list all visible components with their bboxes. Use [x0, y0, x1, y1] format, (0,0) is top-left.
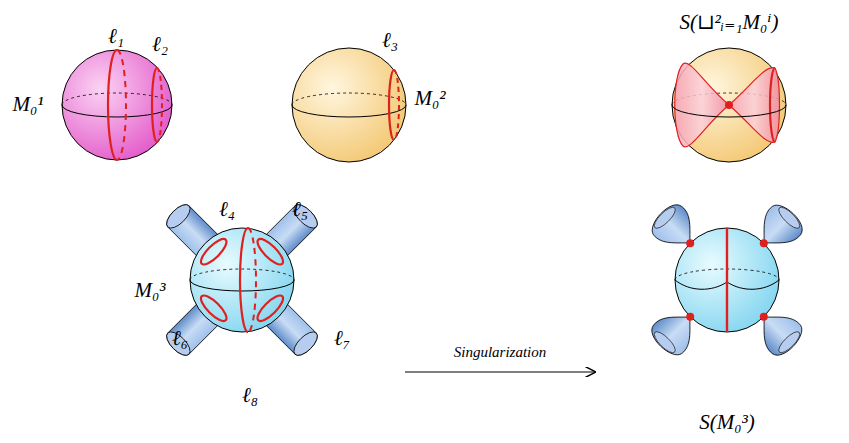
manifold-label: M₀³: [134, 280, 165, 301]
loop-label: ℓ₅: [292, 199, 308, 220]
loop-label: ℓ₇: [334, 328, 350, 349]
sphere-m2: [292, 48, 406, 162]
sphere-singular-m3: [646, 199, 807, 360]
manifold-label: M₀¹: [12, 94, 43, 115]
manifold-label: M₀²: [414, 88, 445, 109]
space-label: S(M₀³): [699, 412, 755, 433]
loop-label: ℓ₈: [242, 385, 258, 406]
loop-label: ℓ₂: [152, 34, 168, 55]
sphere-m3: [163, 201, 321, 359]
space-label: S(⊔²ᵢ₌₁M₀ⁱ): [679, 12, 778, 33]
loop-label: ℓ₄: [219, 199, 235, 220]
sphere-singular-union: [672, 48, 786, 162]
loop-label: ℓ₃: [382, 30, 398, 51]
sphere-m1: [62, 50, 172, 160]
loop-label: ℓ₁: [108, 26, 124, 47]
arrow: [405, 371, 595, 372]
arrow-label: Singularization: [454, 345, 547, 360]
loop-label: ℓ₆: [172, 328, 188, 349]
